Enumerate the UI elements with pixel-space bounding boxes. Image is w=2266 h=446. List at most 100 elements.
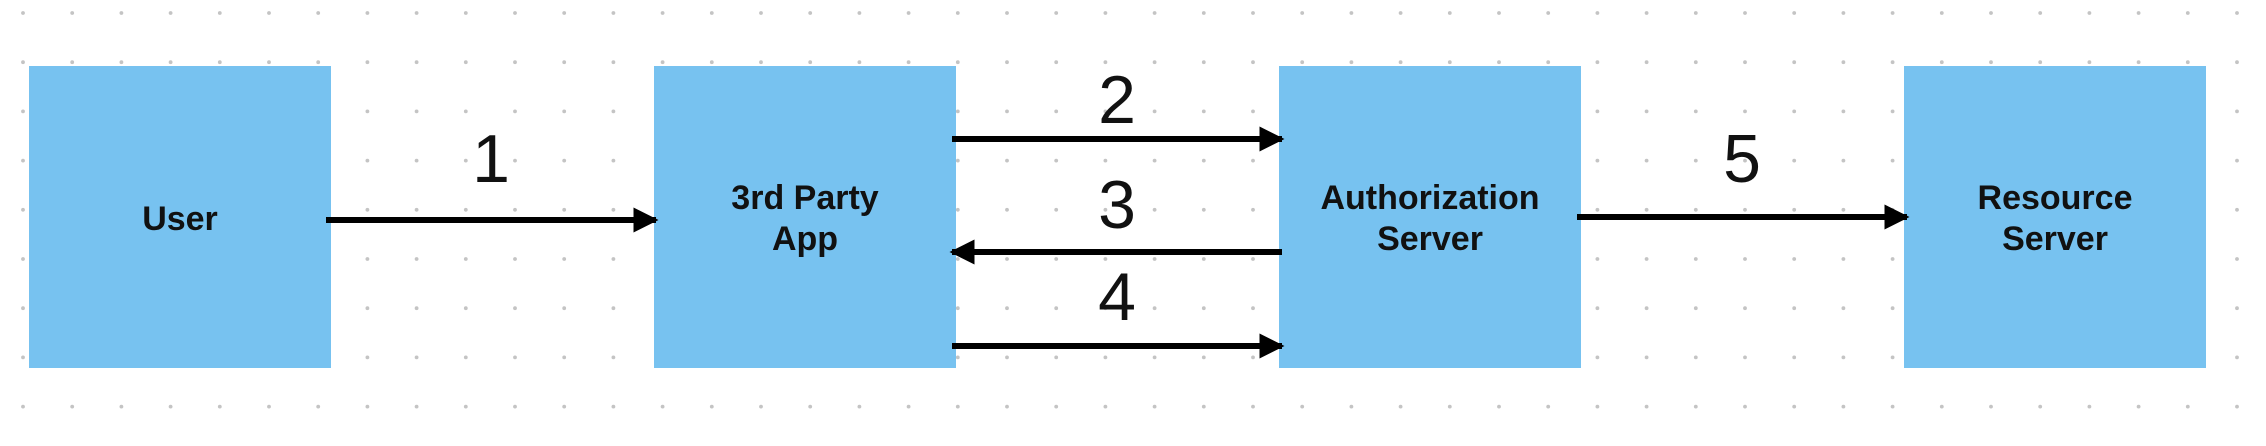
grid-dot bbox=[808, 404, 813, 409]
grid-dot bbox=[709, 11, 714, 15]
grid-dot bbox=[1546, 404, 1551, 409]
grid-dot bbox=[1792, 306, 1797, 311]
grid-dot bbox=[1300, 60, 1305, 65]
grid-dot bbox=[1743, 404, 1747, 409]
node-resource-server-box bbox=[1904, 66, 2206, 368]
grid-dot bbox=[1152, 11, 1157, 15]
grid-dot bbox=[21, 109, 25, 114]
grid-dot bbox=[1743, 257, 1747, 261]
node-user-box bbox=[29, 66, 331, 368]
grid-dot bbox=[414, 109, 419, 114]
grid-dot bbox=[1251, 11, 1255, 15]
grid-dot bbox=[2136, 60, 2141, 65]
grid-dot bbox=[1890, 60, 1895, 65]
edge-3[interactable]: 3 bbox=[949, 167, 1282, 265]
grid-dot bbox=[21, 207, 25, 212]
grid-dot bbox=[1595, 404, 1600, 409]
grid-dot bbox=[513, 404, 517, 409]
grid-dot bbox=[70, 11, 75, 15]
grid-dot bbox=[1251, 355, 1255, 360]
grid-dot bbox=[1546, 11, 1551, 15]
grid-dot bbox=[1792, 109, 1797, 114]
grid-dot bbox=[562, 158, 567, 163]
grid-dot bbox=[1595, 11, 1600, 15]
grid-dot bbox=[1103, 158, 1108, 163]
grid-dot bbox=[1251, 404, 1255, 409]
grid-dot bbox=[168, 11, 173, 15]
grid-dot bbox=[1497, 11, 1501, 15]
node-third-party-app[interactable]: 3rd Party App bbox=[654, 66, 956, 368]
grid-dot bbox=[562, 109, 567, 114]
grid-dot bbox=[70, 60, 75, 65]
grid-dot bbox=[463, 306, 468, 311]
grid-dot bbox=[1398, 11, 1403, 15]
grid-dot bbox=[1644, 404, 1649, 409]
edge-5[interactable]: 5 bbox=[1577, 121, 1910, 230]
node-authorization-server[interactable]: Authorization Server bbox=[1279, 66, 1581, 368]
grid-dot bbox=[414, 158, 419, 163]
node-resource-server-label-line-1: Resource bbox=[1978, 179, 2133, 217]
grid-dot bbox=[365, 257, 370, 261]
grid-dot bbox=[1644, 306, 1649, 311]
grid-dot bbox=[21, 355, 25, 360]
grid-dot bbox=[1841, 306, 1846, 311]
grid-dot bbox=[365, 158, 370, 163]
grid-dot bbox=[513, 11, 517, 15]
grid-dot bbox=[513, 158, 517, 163]
grid-dot bbox=[1005, 158, 1009, 163]
grid-dot bbox=[1841, 404, 1846, 409]
grid-dot bbox=[2235, 355, 2239, 360]
edge-5-label: 5 bbox=[1723, 121, 1761, 197]
grid-dot bbox=[709, 60, 714, 65]
grid-dot bbox=[1595, 355, 1600, 360]
grid-dot bbox=[1841, 109, 1846, 114]
grid-dot bbox=[2136, 11, 2141, 15]
grid-dot bbox=[611, 306, 616, 311]
grid-dot bbox=[414, 257, 419, 261]
grid-dot bbox=[562, 60, 567, 65]
grid-dot bbox=[611, 11, 616, 15]
grid-dot bbox=[1300, 11, 1305, 15]
grid-dot bbox=[513, 355, 517, 360]
edge-4[interactable]: 4 bbox=[952, 259, 1285, 359]
grid-dot bbox=[1743, 11, 1747, 15]
grid-dot bbox=[119, 11, 124, 15]
grid-dot bbox=[1251, 257, 1255, 261]
grid-dot bbox=[414, 11, 419, 15]
grid-dot bbox=[1398, 60, 1403, 65]
grid-dot bbox=[562, 306, 567, 311]
grid-dot bbox=[168, 404, 173, 409]
grid-dot bbox=[955, 207, 960, 212]
grid-dot bbox=[1890, 207, 1895, 212]
node-user[interactable]: User bbox=[29, 66, 331, 368]
grid-dot bbox=[1054, 404, 1059, 409]
edge-2[interactable]: 2 bbox=[952, 62, 1285, 152]
grid-dot bbox=[1152, 257, 1157, 261]
grid-dot bbox=[1644, 207, 1649, 212]
grid-dot bbox=[1005, 306, 1009, 311]
node-resource-server[interactable]: Resource Server bbox=[1904, 66, 2206, 368]
grid-dot bbox=[611, 158, 616, 163]
grid-dot bbox=[2235, 404, 2239, 409]
grid-dot bbox=[1595, 257, 1600, 261]
grid-dot bbox=[1890, 11, 1895, 15]
grid-dot bbox=[808, 60, 813, 65]
grid-dot bbox=[1201, 109, 1206, 114]
grid-dot bbox=[1841, 257, 1846, 261]
grid-dot bbox=[513, 207, 517, 212]
grid-dot bbox=[1152, 355, 1157, 360]
grid-dot bbox=[808, 11, 813, 15]
grid-dot bbox=[1693, 11, 1698, 15]
grid-dot bbox=[1693, 306, 1698, 311]
grid-dot bbox=[1054, 355, 1059, 360]
edge-1[interactable]: 1 bbox=[326, 121, 659, 233]
grid-dot bbox=[2087, 404, 2092, 409]
node-resource-server-label-line-2: Server bbox=[2002, 220, 2108, 258]
grid-dot bbox=[1792, 355, 1797, 360]
grid-dot bbox=[1103, 404, 1108, 409]
grid-dot bbox=[2038, 11, 2043, 15]
grid-dot bbox=[1103, 109, 1108, 114]
grid-dot bbox=[2235, 109, 2239, 114]
grid-dot bbox=[414, 306, 419, 311]
